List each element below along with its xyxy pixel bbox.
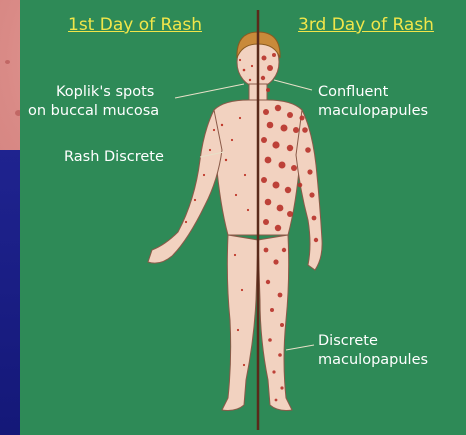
label-kopliks-spots-line2: on buccal mucosa: [28, 103, 159, 120]
label-discrete-maculopapules-line2: maculopapules: [318, 352, 428, 369]
human-body-figure: [148, 32, 322, 410]
title-first-day: 1st Day of Rash: [68, 15, 202, 35]
title-third-day: 3rd Day of Rash: [298, 15, 434, 35]
label-confluent-line2: maculopapules: [318, 103, 428, 120]
label-discrete-maculopapules-line1: Discrete: [318, 333, 378, 350]
label-confluent-line1: Confluent: [318, 84, 388, 101]
label-rash-discrete: Rash Discrete: [64, 149, 164, 166]
label-kopliks-spots-line1: Koplik's spots: [56, 84, 154, 101]
